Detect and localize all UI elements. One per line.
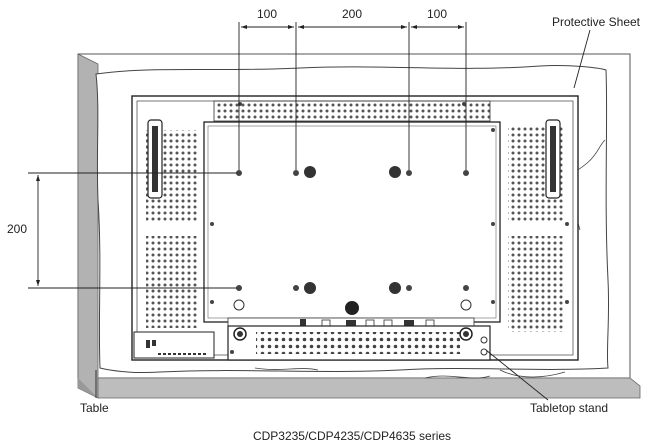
sheet-fold-4 xyxy=(424,375,491,379)
vesa-hole xyxy=(406,285,412,291)
io-port xyxy=(365,319,375,327)
screw-boss xyxy=(389,166,401,178)
screw-boss xyxy=(345,301,359,315)
stand-knob-left-center xyxy=(237,331,243,337)
label-table: Table xyxy=(80,401,109,415)
terminal-port xyxy=(152,340,156,346)
left-handle-grip xyxy=(152,126,158,192)
dimension-arrowheads xyxy=(36,25,464,286)
edge-screw xyxy=(491,128,495,132)
vesa-hole xyxy=(236,170,242,176)
io-port xyxy=(425,319,435,327)
io-port xyxy=(346,320,356,326)
vesa-hole xyxy=(463,170,469,176)
io-port xyxy=(404,320,414,326)
mount-plate xyxy=(203,121,501,323)
sheet-fold-3 xyxy=(499,369,566,378)
edge-screw xyxy=(565,222,569,226)
edge-screw xyxy=(491,222,495,226)
leader-lines xyxy=(95,29,591,401)
io-port xyxy=(321,319,331,327)
vesa-hole xyxy=(293,285,299,291)
edge-screw xyxy=(491,300,495,304)
edge-screw xyxy=(462,102,466,106)
small-hole xyxy=(460,299,472,311)
screw-boss xyxy=(304,282,316,294)
sheet-fold-5 xyxy=(254,367,319,371)
left-vent-lower xyxy=(146,236,198,328)
caption: CDP3235/CDP4235/CDP4635 series xyxy=(253,429,451,443)
top-vent xyxy=(213,100,491,122)
stand-knob-right-center xyxy=(463,331,469,337)
dim-label-h-right: 100 xyxy=(427,7,447,21)
vesa-hole xyxy=(236,285,242,291)
vesa-hole xyxy=(293,170,299,176)
vesa-hole xyxy=(463,285,469,291)
display-back xyxy=(131,95,579,361)
stand-vent xyxy=(256,332,460,354)
io-port xyxy=(300,319,306,326)
label-protective-sheet: Protective Sheet xyxy=(552,15,641,29)
edge-screw xyxy=(565,300,569,304)
vesa-hole xyxy=(406,170,412,176)
table-front-face xyxy=(97,377,641,399)
dimension-lines xyxy=(28,22,467,289)
io-port xyxy=(383,319,393,327)
dim-label-v: 200 xyxy=(7,222,27,236)
stand-screw xyxy=(230,350,234,354)
edge-screw xyxy=(210,300,214,304)
label-tabletop-stand: Tabletop stand xyxy=(530,401,608,415)
edge-screw xyxy=(210,222,214,226)
right-handle-grip xyxy=(550,126,556,192)
table-left-face xyxy=(77,53,99,399)
screw-boss xyxy=(304,166,316,178)
small-hole xyxy=(233,299,245,311)
table-shadow xyxy=(78,378,98,398)
stand-screw xyxy=(480,336,488,344)
stand-screw xyxy=(480,348,488,356)
dim-label-h-center: 200 xyxy=(342,7,362,21)
terminal-port xyxy=(146,340,150,348)
dim-label-h-left: 100 xyxy=(257,7,277,21)
right-vent-lower xyxy=(508,236,564,332)
screw-boss xyxy=(389,282,401,294)
